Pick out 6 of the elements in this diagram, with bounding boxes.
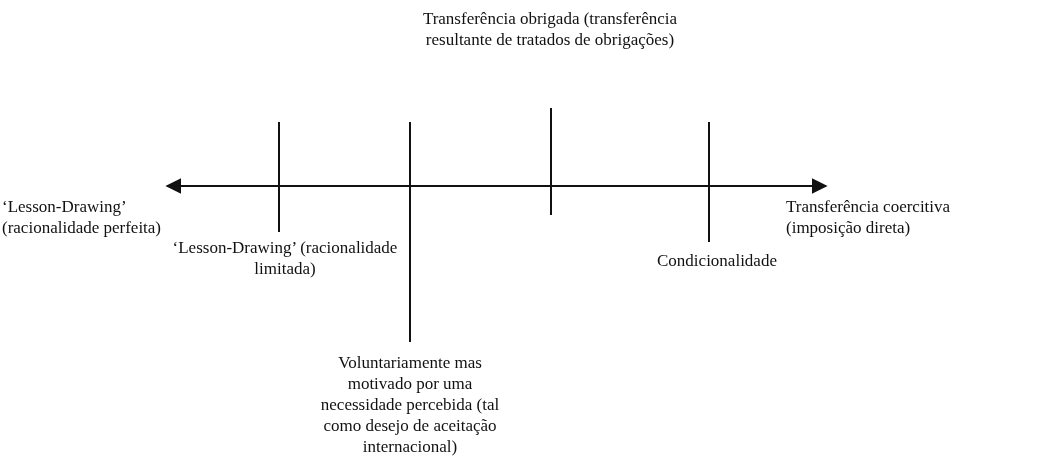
scale-label: Transferência coercitiva (imposição direta) <box>786 196 952 238</box>
scale-label: Voluntariamente mas motivado por uma necessidade percebida (tal como desejo de aceitação internacional) <box>319 352 501 457</box>
scale-label: ‘Lesson-Drawing’ (racionalidade perfeita) <box>2 196 163 238</box>
scale-label: Transferência obrigada (transferência resultante de tratados de obrigações) <box>421 8 679 50</box>
scale-label: ‘Lesson-Drawing’ (racionalidade limitada) <box>172 237 398 279</box>
scale-label: Condicionalidade <box>656 250 778 271</box>
